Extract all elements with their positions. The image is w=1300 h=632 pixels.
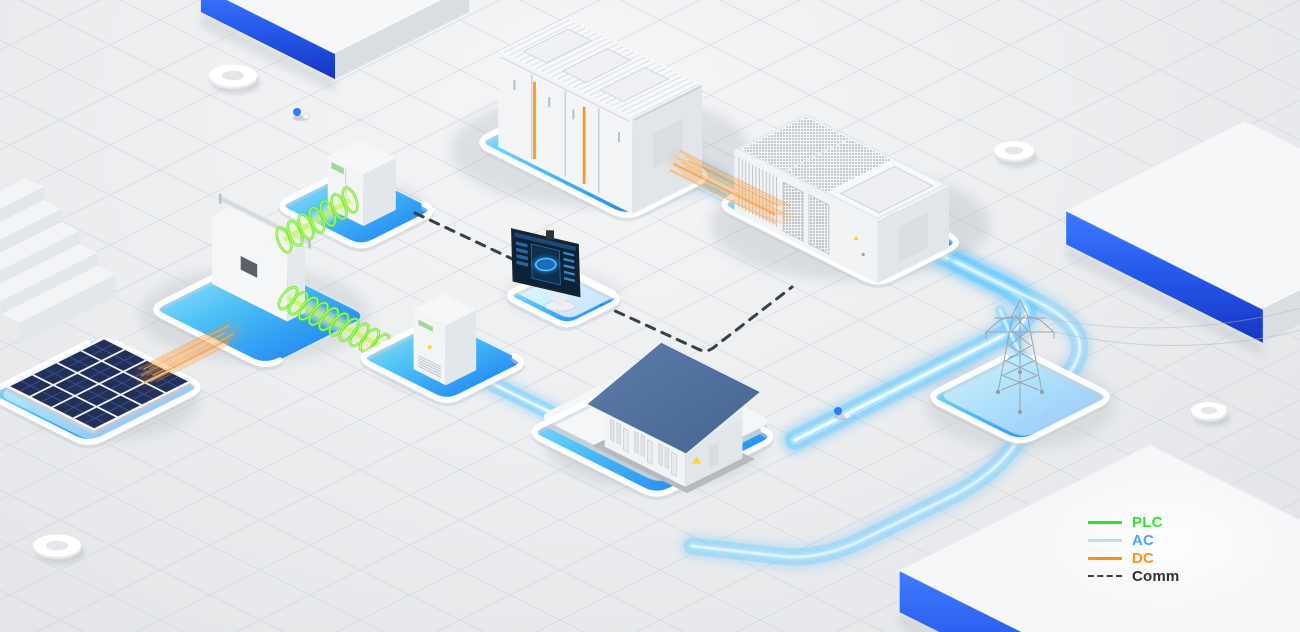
warning-sign <box>692 456 702 464</box>
plc-coil <box>275 186 359 254</box>
door <box>671 451 677 478</box>
pad-disc-1 <box>208 64 260 95</box>
legend-row-plc: PLC <box>1088 513 1179 531</box>
box-face-right <box>445 310 477 386</box>
comm-label: Comm <box>1132 567 1180 585</box>
mini-marker-2 <box>834 407 851 420</box>
stepped-structure <box>0 178 116 345</box>
dc-label: DC <box>1132 549 1155 567</box>
inverter-label <box>240 256 258 278</box>
comm-line-swatch <box>1088 575 1122 577</box>
comm-lines <box>413 211 794 353</box>
box-face-top <box>212 207 306 254</box>
box-face-top <box>327 140 396 174</box>
legend-row-comm: Comm <box>1088 567 1179 585</box>
platform-railing <box>507 270 621 328</box>
mini-marker-1 <box>293 108 310 121</box>
door <box>622 427 629 453</box>
slab-top-left <box>200 0 470 94</box>
legend-backdrop <box>1030 468 1300 618</box>
platform-railing <box>153 262 283 367</box>
plc-line-swatch <box>1088 520 1122 524</box>
legend-row-ac: AC <box>1088 531 1179 549</box>
ac-label: AC <box>1132 531 1155 549</box>
monitoring-workstation <box>506 228 621 331</box>
door <box>647 439 653 465</box>
pad-disc-3 <box>1190 402 1230 427</box>
slab-blue-edge <box>1066 210 1263 343</box>
pad-disc-4 <box>32 534 84 565</box>
dc-lines <box>135 320 243 386</box>
dc-line-swatch <box>1088 556 1122 560</box>
transmission-tower <box>929 298 1300 447</box>
platform-railing <box>360 321 525 403</box>
slab-blue-edge <box>200 0 335 80</box>
box-face-top <box>413 294 477 326</box>
legend-row-dc: DC <box>1088 549 1179 567</box>
pad-disc-2 <box>993 141 1037 168</box>
plc-cabinet-lower <box>360 294 525 407</box>
platform-railing <box>531 376 774 497</box>
legend: PLC AC DC Comm <box>1088 513 1179 585</box>
plant-building <box>531 341 774 501</box>
transformer-station <box>720 113 960 288</box>
lattice <box>985 298 1300 414</box>
platform-railing <box>930 354 1110 444</box>
ac-line-swatch <box>1088 538 1122 542</box>
dc-lines <box>667 149 793 225</box>
camera <box>546 230 554 240</box>
plc-label: PLC <box>1132 513 1163 531</box>
box-face-left <box>734 149 878 284</box>
box-face-right <box>363 157 396 226</box>
slab-top-right <box>1065 121 1300 357</box>
